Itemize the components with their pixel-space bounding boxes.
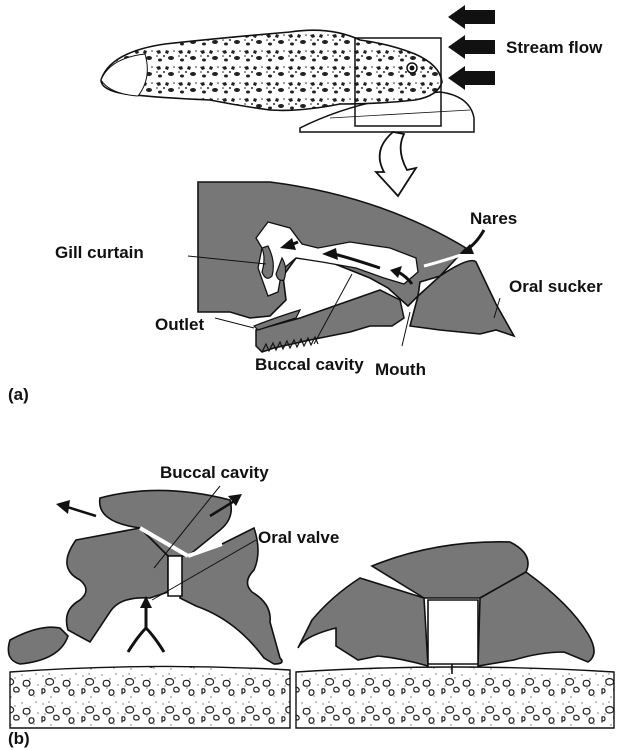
buccal-cross-section <box>198 182 514 352</box>
panel-a-label: (a) <box>8 385 29 404</box>
buccal-cavity-label-b: Buccal cavity <box>160 463 269 482</box>
detail-callout-arrow <box>376 132 416 196</box>
outlet-label: Outlet <box>155 315 204 334</box>
buccal-cavity-label-a: Buccal cavity <box>255 355 364 374</box>
stream-flow-label: Stream flow <box>506 38 603 57</box>
oral-sucker-label: Oral sucker <box>509 277 603 296</box>
tadpole-illustration <box>101 30 474 132</box>
cross-section-left <box>8 490 282 664</box>
nares-label: Nares <box>470 209 517 228</box>
panel-b-label: (b) <box>8 729 30 748</box>
mouth-label: Mouth <box>375 360 426 379</box>
gravel-substrate <box>10 666 614 728</box>
cross-section-right <box>298 542 594 674</box>
gill-curtain-label: Gill curtain <box>55 243 144 262</box>
stream-flow-arrows <box>448 5 495 90</box>
oral-valve-label: Oral valve <box>258 528 339 547</box>
